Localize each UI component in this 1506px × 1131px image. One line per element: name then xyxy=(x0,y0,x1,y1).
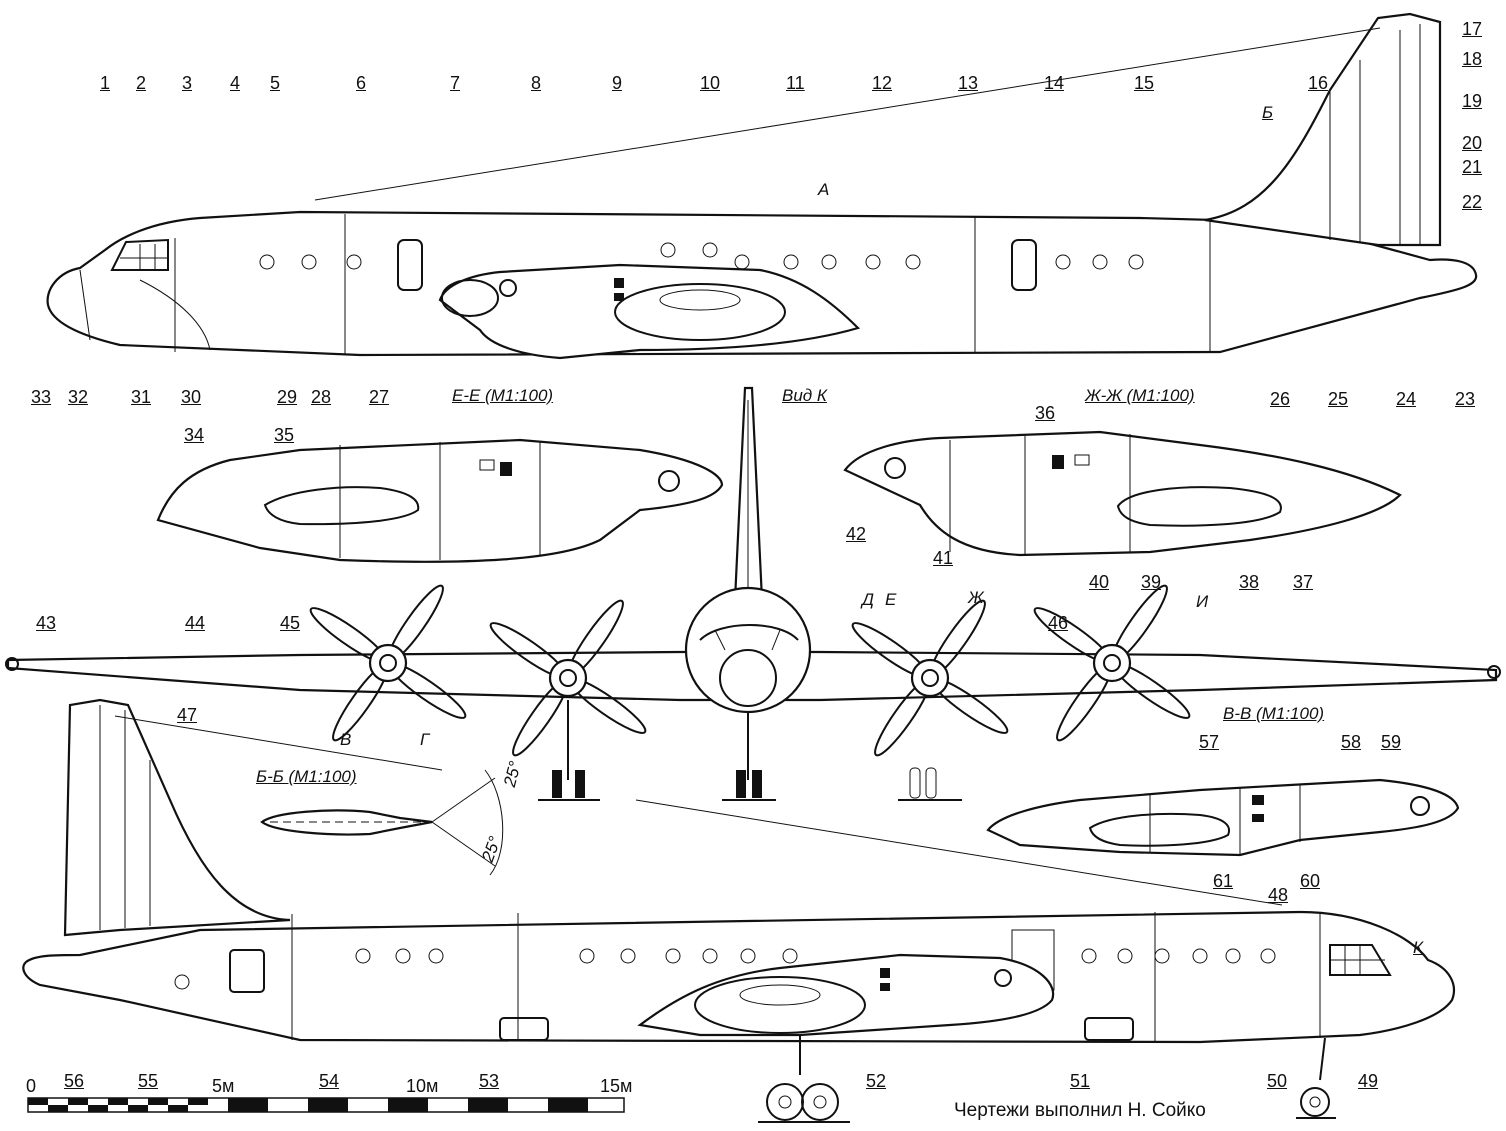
callout-44: 44 xyxy=(185,613,206,633)
callout-57: 57 xyxy=(1199,732,1220,752)
callout-60: 60 xyxy=(1300,871,1321,891)
callout-61: 61 xyxy=(1213,871,1234,891)
scale-tick-15m: 15м xyxy=(600,1076,633,1096)
callout-40: 40 xyxy=(1089,572,1110,592)
propeller-3 xyxy=(851,599,1009,757)
callout-11: 11 xyxy=(786,73,805,93)
section-vv-nacelle xyxy=(986,778,1460,857)
propeller-4 xyxy=(1033,584,1191,742)
callout-2: 2 xyxy=(136,73,147,93)
marker-k: К xyxy=(1413,938,1424,957)
marker-v: В xyxy=(340,730,352,749)
callout-10: 10 xyxy=(700,73,721,93)
callout-32: 32 xyxy=(68,387,89,407)
callout-9: 9 xyxy=(612,73,623,93)
scale-tick-10m: 10м xyxy=(406,1076,439,1096)
marker-b: Б xyxy=(1262,103,1274,122)
marker-zh: Ж xyxy=(968,588,984,607)
callout-37: 37 xyxy=(1293,572,1314,592)
callout-51: 51 xyxy=(1070,1071,1091,1091)
front-view xyxy=(5,386,1501,801)
section-ee-nacelle xyxy=(156,438,724,563)
callout-56: 56 xyxy=(64,1071,85,1091)
marker-a: А xyxy=(818,180,830,199)
marker-i: И xyxy=(1196,592,1209,611)
callout-29: 29 xyxy=(277,387,298,407)
callout-34: 34 xyxy=(184,425,205,445)
callout-35: 35 xyxy=(274,425,295,445)
callout-21: 21 xyxy=(1462,157,1483,177)
scale-tick-0: 0 xyxy=(26,1076,37,1096)
callout-23: 23 xyxy=(1455,389,1476,409)
callout-28: 28 xyxy=(311,387,332,407)
callout-13: 13 xyxy=(958,73,979,93)
callout-27: 27 xyxy=(369,387,390,407)
callout-6: 6 xyxy=(356,73,367,93)
callout-54: 54 xyxy=(319,1071,340,1091)
callout-43: 43 xyxy=(36,613,57,633)
callout-26: 26 xyxy=(1270,389,1291,409)
callout-4: 4 xyxy=(230,73,241,93)
callout-58: 58 xyxy=(1341,732,1362,752)
callout-31: 31 xyxy=(131,387,152,407)
callout-15: 15 xyxy=(1134,73,1155,93)
marker-e: Е xyxy=(885,590,897,609)
callout-46: 46 xyxy=(1048,613,1069,633)
callout-36: 36 xyxy=(1035,403,1056,423)
callout-45: 45 xyxy=(280,613,301,633)
propeller-2 xyxy=(489,599,647,757)
callout-24: 24 xyxy=(1396,389,1417,409)
callout-49: 49 xyxy=(1358,1071,1379,1091)
callout-12: 12 xyxy=(872,73,893,93)
callout-22: 22 xyxy=(1462,192,1483,212)
callout-19: 19 xyxy=(1462,91,1483,111)
callout-52: 52 xyxy=(866,1071,887,1091)
caption-view-k: Вид К xyxy=(782,386,827,405)
callout-42: 42 xyxy=(846,524,867,544)
callout-3: 3 xyxy=(182,73,193,93)
callout-30: 30 xyxy=(181,387,202,407)
side-view-bottom xyxy=(22,698,1455,1123)
callout-25: 25 xyxy=(1328,389,1349,409)
side-view-top xyxy=(46,12,1478,360)
callout-53: 53 xyxy=(479,1071,500,1091)
callout-55: 55 xyxy=(138,1071,159,1091)
caption-section-bb: Б-Б (М1:100) xyxy=(256,767,357,786)
callout-20: 20 xyxy=(1462,133,1483,153)
callout-18: 18 xyxy=(1462,49,1483,69)
callout-33: 33 xyxy=(31,387,52,407)
callout-5: 5 xyxy=(270,73,281,93)
callout-48: 48 xyxy=(1268,885,1289,905)
marker-g: Г xyxy=(420,730,430,749)
callout-50: 50 xyxy=(1267,1071,1288,1091)
callout-16: 16 xyxy=(1308,73,1329,93)
callout-8: 8 xyxy=(531,73,542,93)
propeller-1 xyxy=(309,584,467,742)
scale-tick-5m: 5м xyxy=(212,1076,235,1096)
callout-41: 41 xyxy=(933,548,954,568)
callout-1: 1 xyxy=(100,73,111,93)
section-zhzh-nacelle xyxy=(843,430,1402,557)
caption-section-zhzh: Ж-Ж (М1:100) xyxy=(1085,386,1195,405)
callout-17: 17 xyxy=(1462,19,1483,39)
callout-47: 47 xyxy=(177,705,198,725)
callout-39: 39 xyxy=(1141,572,1162,592)
caption-section-vv: В-В (М1:100) xyxy=(1223,704,1325,723)
scale-bar xyxy=(27,1097,625,1113)
callout-14: 14 xyxy=(1044,73,1065,93)
callout-7: 7 xyxy=(450,73,461,93)
callout-59: 59 xyxy=(1381,732,1402,752)
section-bb xyxy=(260,769,504,876)
caption-section-ee: Е-Е (М1:100) xyxy=(452,386,554,405)
marker-d: Д xyxy=(862,590,874,609)
callout-38: 38 xyxy=(1239,572,1260,592)
author-credit: Чертежи выполнил Н. Сойко xyxy=(954,1100,1206,1121)
